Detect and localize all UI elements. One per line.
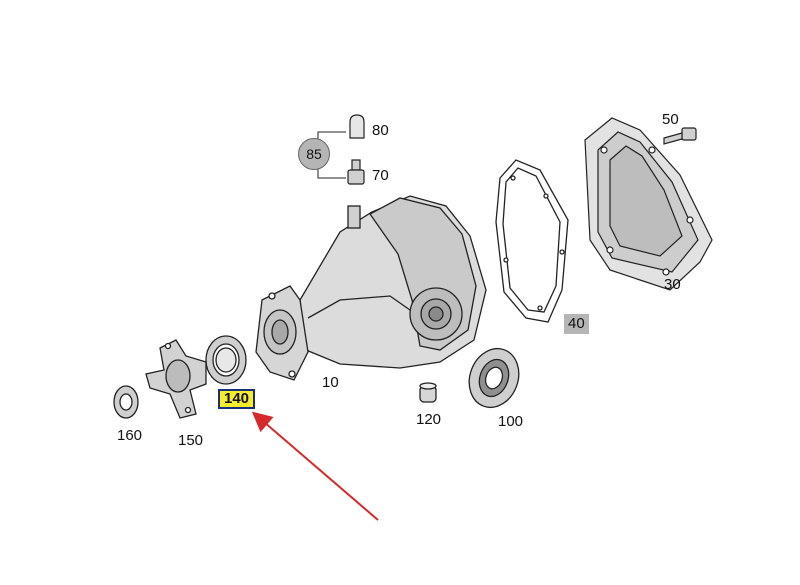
callout-85: 85 bbox=[298, 138, 330, 170]
part-80-cap bbox=[349, 114, 365, 139]
part-120-plug bbox=[419, 382, 437, 403]
part-50-bolt bbox=[663, 127, 697, 145]
part-100-shaft-seal bbox=[468, 347, 520, 409]
callout-70: 70 bbox=[372, 167, 389, 184]
callout-30: 30 bbox=[664, 276, 681, 293]
callout-100: 100 bbox=[498, 413, 524, 430]
part-40-gasket bbox=[495, 159, 569, 323]
part-30-rear-cover bbox=[584, 117, 713, 291]
callout-80: 80 bbox=[372, 122, 389, 139]
callout-160: 160 bbox=[117, 427, 143, 444]
highlight-arrow bbox=[251, 411, 379, 521]
part-140-shaft-seal bbox=[205, 335, 247, 385]
part-10-differential-housing bbox=[255, 195, 487, 381]
callout-40: 40 bbox=[564, 314, 589, 334]
callout-10: 10 bbox=[322, 374, 339, 391]
part-70-breather bbox=[347, 159, 365, 185]
part-150-drive-flange bbox=[145, 339, 207, 419]
part-160-collar-nut bbox=[113, 385, 139, 419]
callout-120: 120 bbox=[416, 411, 442, 428]
callout-140-highlighted: 140 bbox=[218, 389, 256, 409]
group-85-bracket bbox=[317, 131, 346, 179]
callout-50: 50 bbox=[662, 111, 679, 128]
callout-150: 150 bbox=[178, 432, 204, 449]
